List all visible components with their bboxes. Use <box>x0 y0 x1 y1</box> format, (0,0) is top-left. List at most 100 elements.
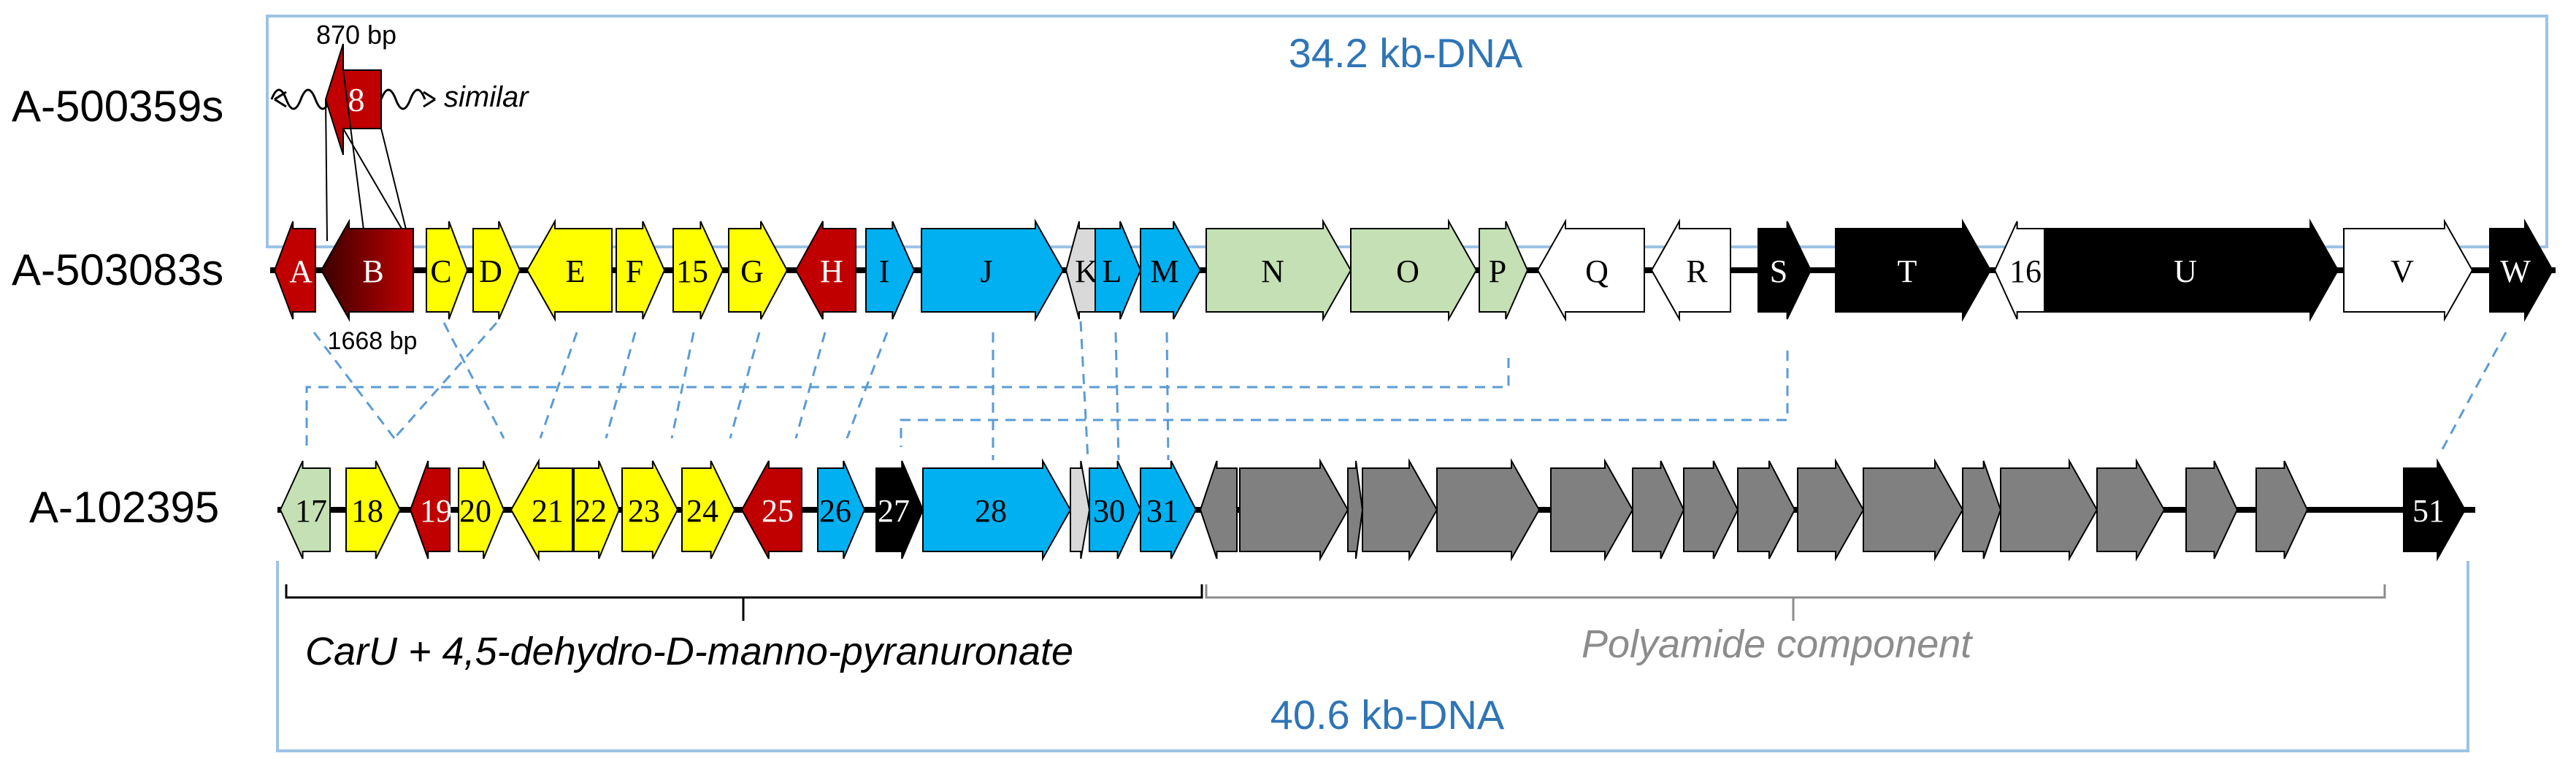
row1-gene-8: 8 870 bp similar <box>270 20 529 242</box>
row2-gene-o-arrow <box>1350 218 1478 322</box>
row2-gene-r-arrow <box>1650 218 1731 322</box>
label-caru: CarU + 4,5-dehydro-D-manno-pyranuronate <box>305 630 1073 673</box>
row2-gene-q-arrow <box>1536 218 1645 322</box>
row3-gene-51-label: 51 <box>2412 493 2445 529</box>
row3-gene-23-arrow <box>1683 460 1739 559</box>
row3-gene-20-arrow <box>458 460 505 559</box>
row2-gene-w-arrow <box>2489 218 2554 322</box>
row2-gene-a-label: A <box>289 253 313 289</box>
strain-label-a500359s: A-500359s <box>12 82 223 131</box>
row2-gene-m-arrow <box>1140 221 1202 320</box>
row2-gene-t-label: T <box>1898 253 1917 289</box>
row3-gene-19-arrow <box>409 460 451 559</box>
row2-gene-w-label: W <box>2500 253 2531 289</box>
row3-gene-27-label: 27 <box>878 493 910 529</box>
row3-gene-27-arrow <box>875 460 924 559</box>
row2-gene-g-label: G <box>740 253 764 289</box>
row2-gene-16-arrow <box>1993 221 2045 320</box>
annotation-1668bp: 1668 bp <box>328 327 418 355</box>
row2-gene-s-arrow <box>1757 221 1812 320</box>
row2-gene-r-label: R <box>1686 253 1708 289</box>
row3-gene-26-arrow <box>1863 458 1964 562</box>
row3-gene-31-label: 31 <box>1146 493 1178 529</box>
row3-gene-30-arrow <box>2185 460 2239 559</box>
link-i-26 <box>846 332 889 439</box>
row3-gene-28-arrow <box>2000 458 2098 562</box>
wave-right <box>380 88 426 110</box>
row2-gene-k-arrow <box>1065 221 1096 320</box>
row2-gene-c-label: C <box>430 253 451 289</box>
link-g-24 <box>729 332 761 439</box>
link-e-21 <box>539 332 578 439</box>
top-dna-frame <box>266 15 2548 248</box>
row2-gene-t-arrow <box>1835 218 1992 322</box>
row3-gene-17-label: 17 <box>295 493 327 529</box>
row3-gene-28-arrow <box>922 458 1072 562</box>
row2-gene-m-label: M <box>1150 253 1178 289</box>
row3-gene-20-label: 20 <box>459 493 491 529</box>
link-c-20 <box>442 322 505 439</box>
row2-gene-d-label: D <box>479 253 502 289</box>
strain-label-a503083s: A-503083s <box>12 245 223 294</box>
homology-lines <box>305 321 2507 461</box>
link-k <box>1079 321 1089 461</box>
row3-gene-21-arrow <box>1550 458 1634 562</box>
row2-gene-l-arrow <box>1095 221 1142 320</box>
row3-gene-21-label: 21 <box>532 493 564 529</box>
row3-gene-16-arrow <box>1199 460 1238 559</box>
strain-label-a102395: A-102395 <box>29 483 219 532</box>
row2-gene-u-arrow <box>2044 218 2339 322</box>
bracket-polyamide <box>1205 584 2386 621</box>
link-15-23 <box>670 332 695 439</box>
row3-gene-25-arrow <box>740 460 802 559</box>
row3-gene-29-arrow <box>2096 458 2166 562</box>
row2-gene-f-label: F <box>626 253 643 289</box>
row3-gene-22-arrow <box>1632 460 1685 559</box>
row2-gene-c-arrow <box>426 221 469 320</box>
bracket-caru <box>285 584 1203 621</box>
row2-gene-i-label: I <box>879 253 890 289</box>
row2-gene-v-arrow <box>2343 218 2474 322</box>
link-h-25 <box>794 332 827 439</box>
row3-gene-18-label: 18 <box>351 493 383 529</box>
row2-gene-o-label: O <box>1396 253 1419 289</box>
row3-gene-23-arrow <box>621 460 679 559</box>
row2-gene-g-arrow <box>728 221 789 320</box>
row3-gene-26-label: 26 <box>819 493 851 529</box>
link-w-51 <box>2441 332 2507 450</box>
row2-gene-q-label: Q <box>1585 253 1609 289</box>
link-s-27 <box>900 351 1789 447</box>
row3-gene-25-arrow <box>1797 458 1865 562</box>
row2-gene-n-arrow <box>1205 218 1352 322</box>
row3-gene-22-arrow <box>573 460 621 559</box>
row2-gene-15-arrow <box>672 221 724 320</box>
wave-left <box>270 88 331 110</box>
row3-gene-17-arrow <box>279 460 331 559</box>
row3-gene-26-arrow <box>817 460 866 559</box>
row3-gene-22-label: 22 <box>575 493 607 529</box>
bottom-dna-frame <box>276 561 2469 752</box>
similarity-lines <box>325 69 410 242</box>
row3-gene-31-arrow <box>1140 460 1197 559</box>
row3-gene-18-arrow <box>1347 460 1364 559</box>
row3-gene-30-label: 30 <box>1093 493 1125 529</box>
row2-gene-h-label: H <box>820 253 843 289</box>
row3-gene-19-label: 19 <box>420 493 452 529</box>
row2-gene-15-label: 15 <box>676 253 708 289</box>
row2-gene-s-label: S <box>1770 253 1787 289</box>
label-polyamide: Polyamide component <box>1582 622 1973 666</box>
row3-gene-17-arrow <box>1239 458 1349 562</box>
row3-gene-28-label: 28 <box>975 493 1007 529</box>
row2-gene-b-label: B <box>362 253 383 289</box>
annotation-similar: similar <box>444 81 529 113</box>
link-l-30 <box>1114 332 1120 461</box>
row2-gene-e-label: E <box>566 253 586 289</box>
link-m-31 <box>1165 332 1170 461</box>
row3-gene-27-arrow <box>1962 460 2002 559</box>
row2-gene-a-arrow <box>273 221 316 320</box>
row2-gene-k-label: K <box>1075 253 1098 289</box>
row2-gene-e-arrow <box>526 218 613 322</box>
row2-gene-h-arrow <box>794 221 856 320</box>
